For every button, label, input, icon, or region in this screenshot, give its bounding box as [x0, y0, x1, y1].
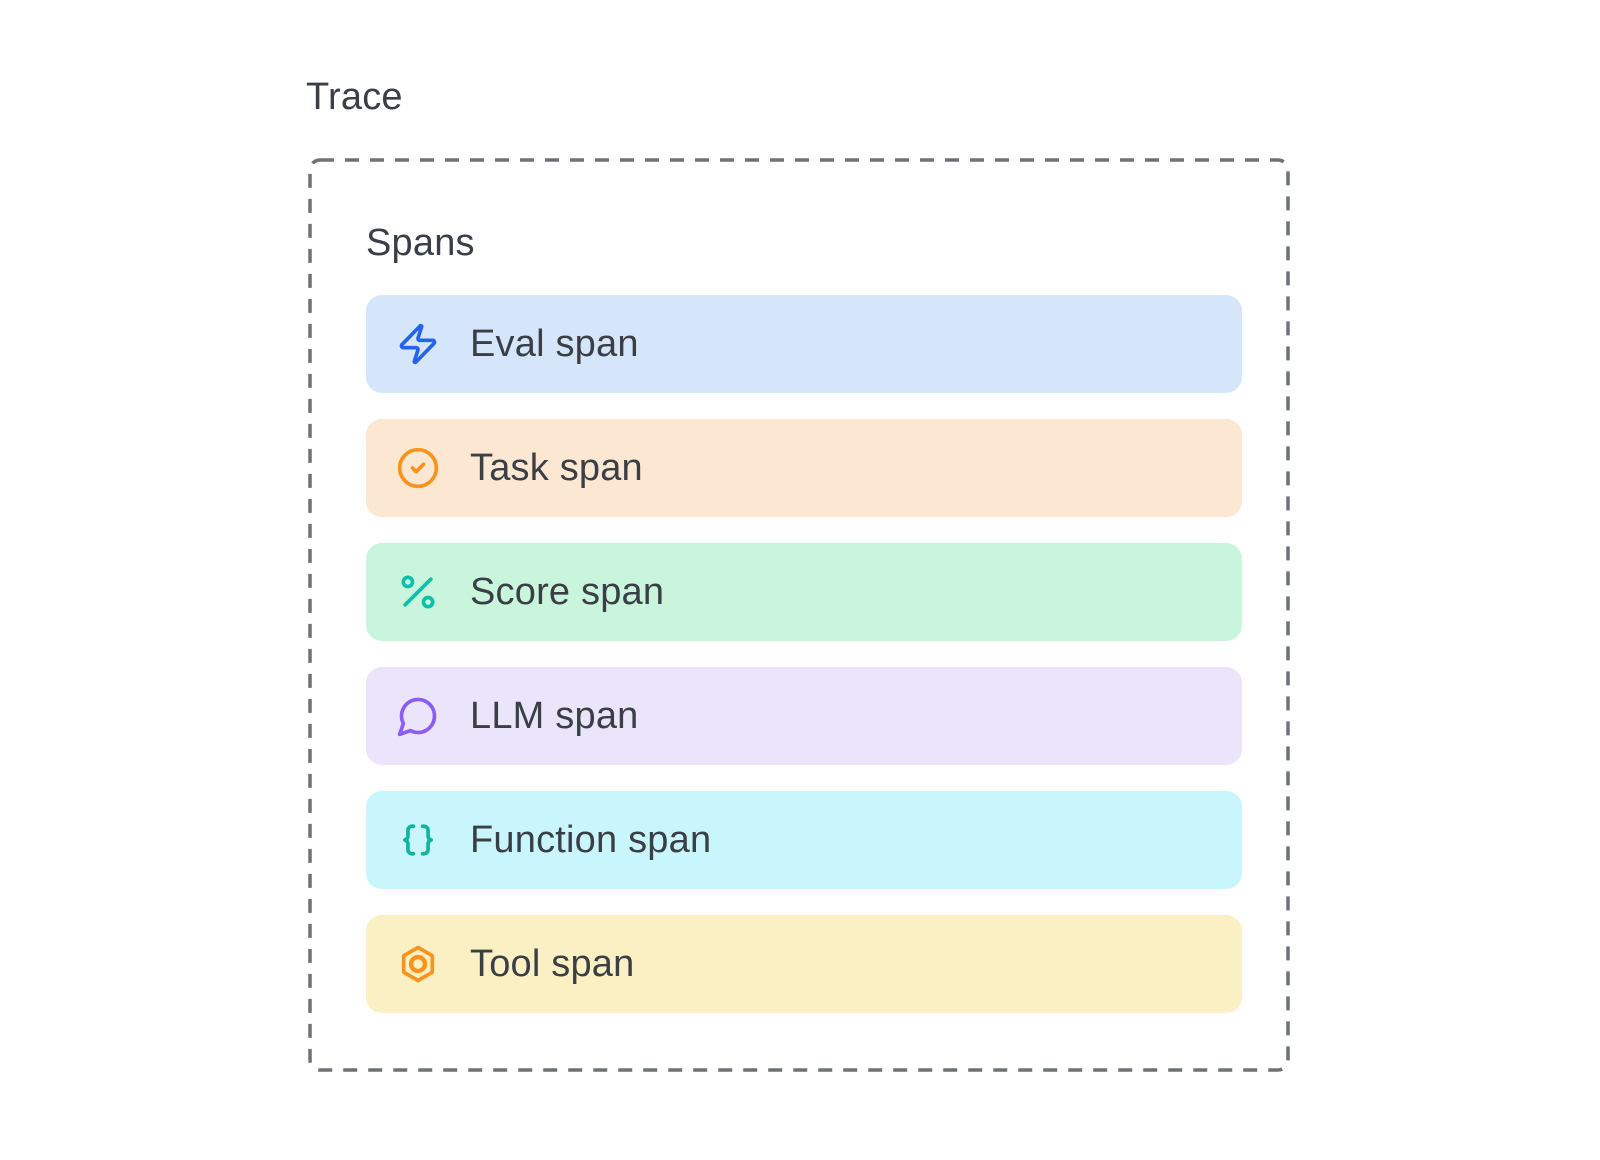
nut-hexagon-icon: [396, 942, 440, 986]
span-row-label: Score span: [470, 571, 665, 613]
span-row-task: Task span: [366, 419, 1242, 517]
span-rows: Eval span Task span: [366, 295, 1242, 1013]
trace-container: Spans Eval span Task s: [308, 158, 1290, 1072]
span-row-score: Score span: [366, 543, 1242, 641]
message-circle-icon: [396, 694, 440, 738]
span-row-label: Task span: [470, 447, 643, 489]
spans-label: Spans: [366, 222, 475, 264]
span-row-label: LLM span: [470, 695, 639, 737]
span-row-label: Function span: [470, 819, 712, 861]
braces-icon: [396, 818, 440, 862]
circle-check-icon: [396, 446, 440, 490]
zap-icon: [396, 322, 440, 366]
span-row-label: Tool span: [470, 943, 635, 985]
span-row-eval: Eval span: [366, 295, 1242, 393]
trace-title: Trace: [306, 76, 403, 118]
span-row-function: Function span: [366, 791, 1242, 889]
percent-icon: [396, 570, 440, 614]
span-row-tool: Tool span: [366, 915, 1242, 1013]
span-row-label: Eval span: [470, 323, 639, 365]
span-row-llm: LLM span: [366, 667, 1242, 765]
